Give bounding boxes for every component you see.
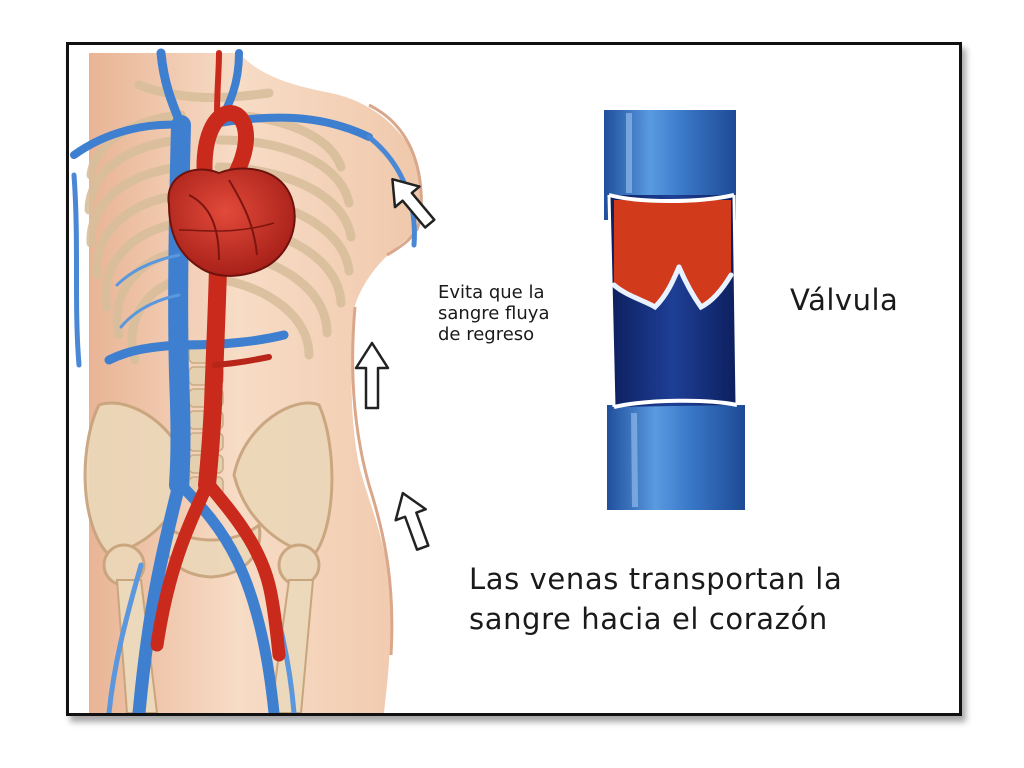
renal-vein [174,330,289,350]
iliac-vein [132,478,186,713]
rib [214,274,314,360]
heart [167,167,296,277]
valve-note-line: Evita que la [438,282,545,303]
rib [92,190,186,280]
intercostal-vein [119,293,181,329]
rib [84,135,186,215]
renal-artery [212,354,272,368]
valve-label: Válvula [790,283,899,317]
waist-contour [351,306,394,656]
leg-vein [106,562,144,713]
anatomy-illustration [70,48,745,713]
valve-note-line: sangre fluya [438,303,550,324]
blood-above-valve [614,200,731,307]
flow-arrow-icon [391,177,436,229]
caption-line: sangre hacia el corazón [469,602,828,636]
iliac-artery [150,478,214,652]
arm-vein [71,172,82,368]
clavicle [134,80,274,103]
illustration-frame: Evita que la sangre fluya de regreso Vál… [66,42,962,716]
carotid-artery [214,50,222,118]
caption-line: Las venas transportan la [469,562,843,596]
rib [86,162,186,248]
flow-arrow-icon [354,341,390,410]
aortic-arch [196,105,254,203]
renal-vein [104,340,184,365]
valve-note-line: de regreso [438,324,535,345]
subclavian-vein [70,120,185,159]
vein-lower-segment [607,405,745,510]
rib [112,246,186,340]
flow-arrow-icon [394,491,430,551]
valve-cusp [676,264,734,311]
intercostal-vein [115,253,181,287]
rib [101,218,186,312]
valve-function-note: Evita que la sangre fluya de regreso [438,282,608,345]
vein-valve-diagram [604,110,745,510]
valve-cusp [611,264,682,311]
figure-caption: Las venas transportan la sangre hacia el… [469,559,842,639]
iliac-artery [202,478,286,662]
pelvis [83,401,334,587]
